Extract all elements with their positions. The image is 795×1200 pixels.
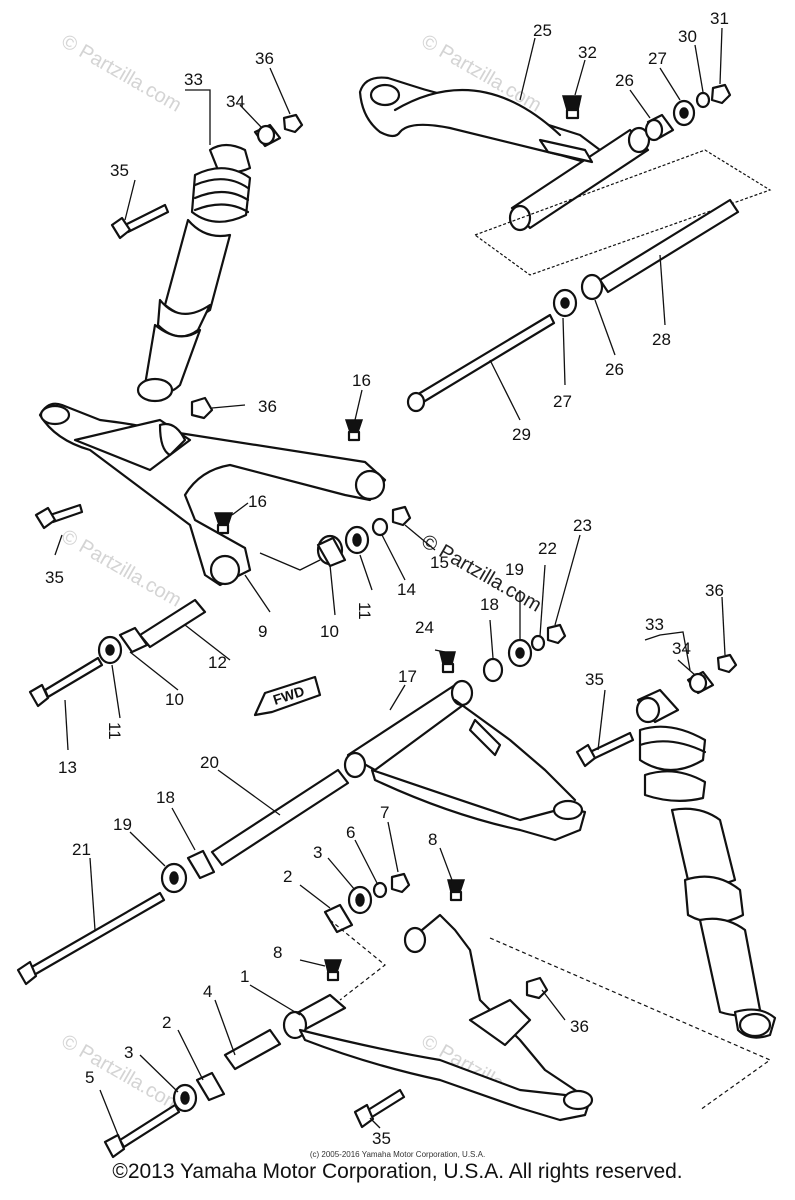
callout-numbers: 25 32 31 30 27 26 28 26 27 29 33 34 36 3… (45, 9, 729, 1148)
callout-30: 30 (678, 27, 697, 46)
callout-19: 19 (113, 815, 132, 834)
callout-11: 11 (105, 722, 124, 740)
callout-16: 16 (248, 492, 267, 511)
callout-10: 10 (320, 622, 339, 641)
callout-35: 35 (372, 1129, 391, 1148)
callout-27: 27 (553, 392, 572, 411)
watermark: © Partzilla.com (58, 30, 186, 116)
callout-24: 24 (415, 618, 434, 637)
callout-33: 33 (645, 615, 664, 634)
callout-2: 2 (162, 1013, 171, 1032)
callout-11: 11 (355, 602, 374, 620)
callout-8: 8 (273, 943, 282, 962)
callout-36: 36 (258, 397, 277, 416)
callout-15: 15 (430, 553, 449, 572)
callout-23: 23 (573, 516, 592, 535)
callout-36: 36 (255, 49, 274, 68)
callout-9: 9 (258, 622, 267, 641)
callout-16: 16 (352, 371, 371, 390)
callout-4: 4 (203, 982, 212, 1001)
footer-copyright: ©2013 Yamaha Motor Corporation, U.S.A. A… (112, 1160, 683, 1183)
shock-absorber-lower (575, 653, 777, 1039)
callout-27: 27 (648, 49, 667, 68)
forward-direction-arrow: FWD (253, 675, 322, 717)
callout-35: 35 (585, 670, 604, 689)
lower-arm-lower-assembly (103, 872, 594, 1159)
watermark: © Partzilla.com (58, 525, 186, 611)
callout-14: 14 (397, 580, 416, 599)
callout-21: 21 (72, 840, 91, 859)
callout-6: 6 (346, 823, 355, 842)
callout-22: 22 (538, 539, 557, 558)
callout-26: 26 (605, 360, 624, 379)
callout-34: 34 (672, 639, 691, 658)
callout-17: 17 (398, 667, 417, 686)
callout-33: 33 (184, 70, 203, 89)
callout-35: 35 (110, 161, 129, 180)
callout-3: 3 (313, 843, 322, 862)
callout-1: 1 (240, 967, 249, 986)
callout-29: 29 (512, 425, 531, 444)
callout-3: 3 (124, 1043, 133, 1062)
small-copyright-line: (c) 2005-2016 Yamaha Motor Corporation, … (309, 1150, 486, 1159)
callout-18: 18 (156, 788, 175, 807)
callout-10: 10 (165, 690, 184, 709)
callout-12: 12 (208, 653, 227, 672)
callout-8: 8 (428, 830, 437, 849)
callout-7: 7 (380, 803, 389, 822)
watermark: © Partzilla.com (58, 1030, 186, 1116)
callout-26: 26 (615, 71, 634, 90)
leader-lines (54, 27, 772, 1141)
callout-13: 13 (58, 758, 77, 777)
callout-34: 34 (226, 92, 245, 111)
callout-25: 25 (533, 21, 552, 40)
callout-31: 31 (710, 9, 729, 28)
callout-5: 5 (85, 1068, 94, 1087)
callout-36: 36 (570, 1017, 589, 1036)
upper-arm-left-assembly (28, 396, 412, 708)
callout-2: 2 (283, 867, 292, 886)
callout-36: 36 (705, 581, 724, 600)
lower-arm-upper-assembly (16, 623, 587, 986)
shock-absorber-upper (110, 113, 304, 403)
callout-20: 20 (200, 753, 219, 772)
upper-arm-upper-assembly (358, 76, 772, 413)
callout-19: 19 (505, 560, 524, 579)
callout-35: 35 (45, 568, 64, 587)
callout-18: 18 (480, 595, 499, 614)
callout-32: 32 (578, 43, 597, 62)
callout-28: 28 (652, 330, 671, 349)
